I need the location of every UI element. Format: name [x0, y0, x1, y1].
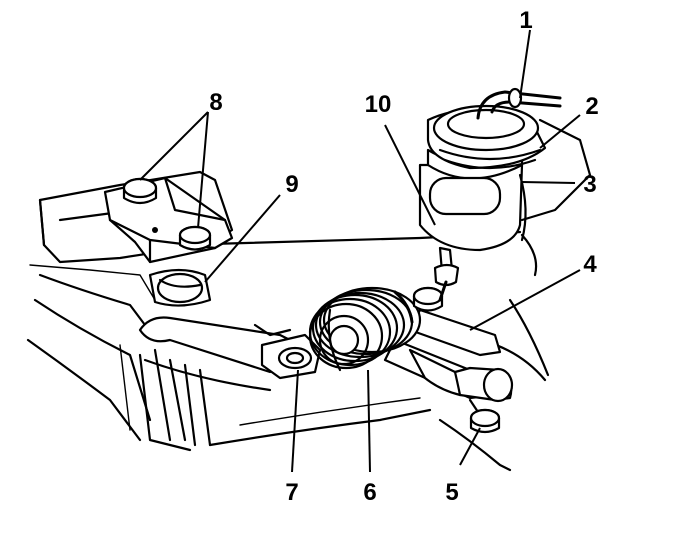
callout-3: 3: [583, 171, 596, 198]
lower-arm: [408, 348, 514, 434]
leader-lines: [139, 29, 581, 473]
callout-5: 5: [445, 479, 458, 506]
shock-label-window: [428, 176, 502, 216]
upper-mount-bracket: [103, 176, 234, 264]
callout-7: 7: [285, 479, 298, 506]
callout-8: 8: [209, 89, 222, 116]
shock-top-cap: [426, 104, 547, 170]
chassis-frame: [26, 170, 550, 472]
callout-4: 4: [583, 251, 597, 278]
hose-line: [476, 87, 562, 120]
callout-9: 9: [285, 171, 298, 198]
mount-plate: [520, 118, 592, 277]
callout-1: 1: [519, 7, 532, 34]
arm-nut: [412, 286, 444, 312]
callout-10: 10: [365, 91, 392, 118]
shock-absorber: [418, 148, 527, 302]
callout-2: 2: [585, 93, 598, 120]
bushing-sleeve: [148, 268, 212, 307]
callout-6: 6: [363, 479, 376, 506]
link-end: [253, 323, 322, 380]
callout-labels: 1 2 3 4 5 6 7 8 9 10: [209, 7, 598, 506]
coil-spring: [308, 286, 422, 372]
